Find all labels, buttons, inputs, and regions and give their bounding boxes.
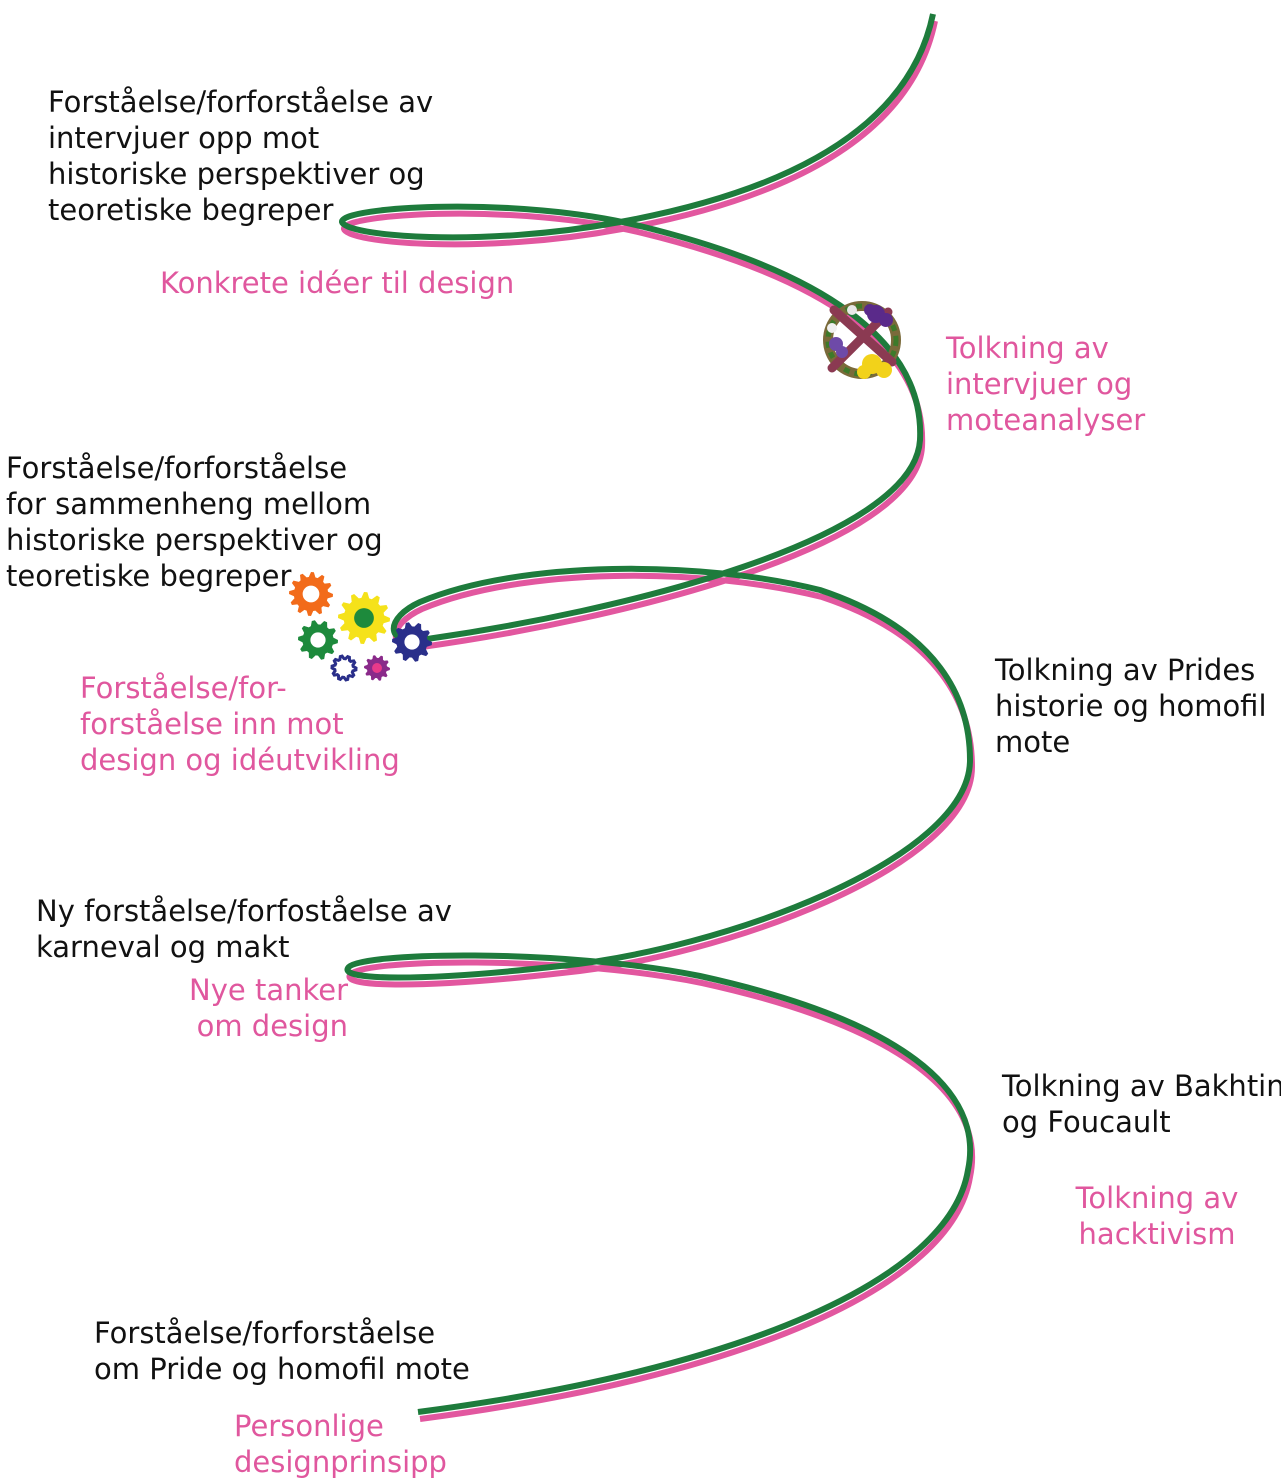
label-line: intervjuer opp mot [48,121,320,155]
label-line: Personlige [234,1409,384,1443]
gear-icon [298,620,338,660]
label-line: Tolkning av [946,331,1109,365]
label-line: Nye tanker [189,973,348,1007]
label-line: Tolkning av Prides [995,653,1256,687]
gear-icon [364,655,390,681]
label-line: Forståelse/for- [80,671,287,705]
label-line: historiske perspektiver og [6,523,383,557]
gear-icon [392,622,432,662]
label-line: design og idéutvikling [80,743,400,777]
label-line: intervjuer og [946,367,1133,401]
label-line: moteanalyser [946,403,1146,437]
label-line: Ny forståelse/forfoståelse av [36,894,452,928]
flower-wreath-icon [823,301,901,379]
label-line: Konkrete idéer til design [160,266,515,300]
label-line: forståelse inn mot [80,707,344,741]
label-line: Forståelse/forforståelse [6,451,348,485]
label-line: Tolkning av [1075,1181,1239,1215]
label-line: for sammenheng mellom [6,487,372,521]
label-line: historie og homofil [995,689,1267,723]
gear-icon [338,592,390,644]
label-line: Forståelse/forforståelse [94,1316,436,1350]
gear-icon [289,572,333,616]
label-line: mote [995,725,1071,759]
label-line: om design [196,1009,348,1043]
gear-icon [330,654,358,682]
label-line: Tolkning av Bakhtin [1002,1069,1281,1103]
spiral-green-strand [339,13,974,1415]
label-line: karneval og makt [36,930,290,964]
gears-cluster-icon [289,572,432,682]
spiral-ribbon [339,13,976,1422]
label-concrete-ideas: Konkrete idéer til design [160,265,514,301]
label-line: om Pride og homofil mote [94,1352,470,1386]
label-line: teoretiske begreper [48,193,334,227]
label-line: teoretiske begreper [6,559,292,593]
label-line: designprinsipp [234,1445,447,1479]
label-line: historiske perspektiver og [48,157,425,191]
label-line: Forståelse/forforståelse av [48,85,434,119]
label-line: hacktivism [1078,1217,1236,1251]
label-line: og Foucault [1002,1105,1171,1139]
